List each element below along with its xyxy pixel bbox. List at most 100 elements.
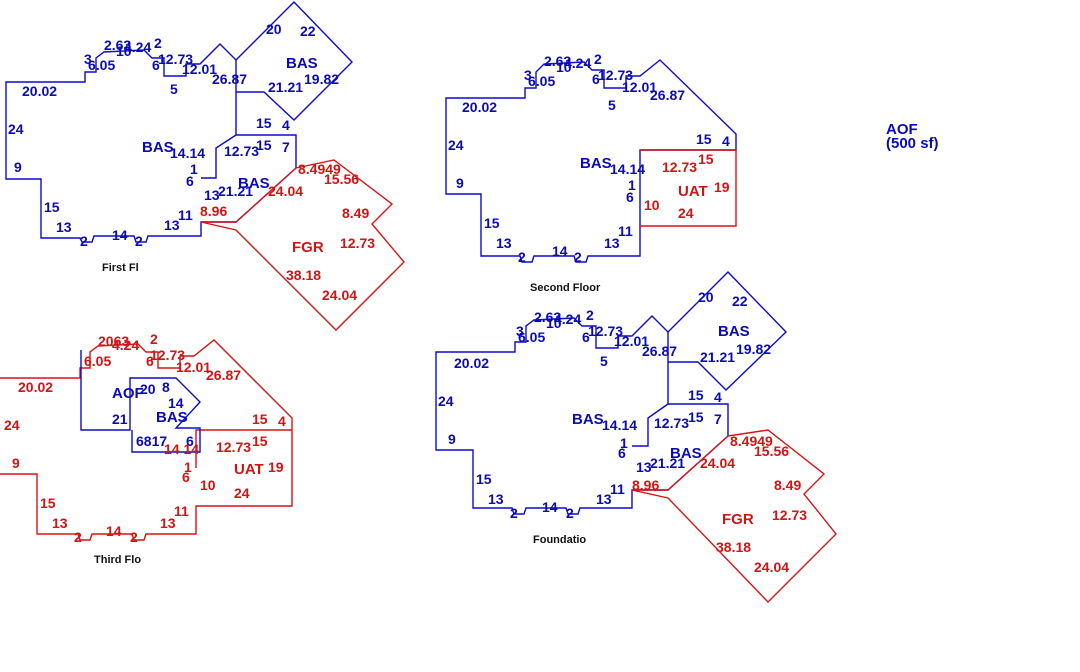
dimension-label: 10	[644, 197, 660, 213]
dimension-label: 24.04	[268, 183, 303, 199]
dimension-label: 24	[678, 205, 694, 221]
dimension-label: 3	[516, 323, 524, 339]
dimension-label: 8.49	[342, 205, 369, 221]
foundation-fgr-outline	[631, 429, 837, 603]
dimension-label: 3	[84, 51, 92, 67]
dimension-label: 2	[574, 249, 582, 265]
dimension-label: 14	[106, 523, 122, 539]
dimension-label: 15	[44, 199, 60, 215]
dimension-label: 20.02	[22, 83, 57, 99]
dimension-label: 15	[256, 115, 272, 131]
dimension-label: 12.73	[340, 235, 375, 251]
dimension-label: 15	[252, 411, 268, 427]
area-label-bas: BAS	[286, 55, 318, 72]
dimension-label: 13	[160, 515, 176, 531]
dimension-label: 6	[618, 445, 626, 461]
dimension-label: 9	[448, 431, 456, 447]
dimension-label: 4	[722, 133, 730, 149]
dimension-label: 22	[732, 293, 748, 309]
dimension-label: 13	[204, 187, 220, 203]
dimension-label: 20	[140, 381, 156, 397]
dimension-label: 24	[234, 485, 250, 501]
dimension-label: 14	[552, 243, 568, 259]
dimension-label: 12.01	[176, 359, 211, 375]
area-label-bas: BAS	[718, 323, 750, 340]
dimension-label: 2.63	[544, 53, 571, 69]
area-label-fgr: FGR	[722, 511, 754, 528]
dimension-label: 15	[688, 387, 704, 403]
dimension-label: 12.73	[662, 159, 697, 175]
dimension-label: 15	[696, 131, 712, 147]
dimension-label: 8.4949	[730, 433, 773, 449]
dimension-label: 26.87	[650, 87, 685, 103]
dimension-label: 6	[182, 469, 190, 485]
first-floor-bas-outline	[5, 43, 297, 243]
dimension-label: 8.96	[200, 203, 227, 219]
dimension-label: 15	[484, 215, 500, 231]
first-floor-bas-inner	[201, 134, 237, 179]
third-floor-aof-outline	[80, 350, 201, 453]
dimension-label: 6817	[136, 433, 167, 449]
area-label-uat: UAT	[678, 183, 708, 200]
foundation-bas-inner	[632, 403, 669, 447]
dimension-label: 21.21	[268, 79, 303, 95]
dimension-label: 1	[628, 177, 636, 193]
dimension-label: 4.24	[554, 311, 581, 327]
dimension-label: 15	[252, 433, 268, 449]
dimension-label: 13	[52, 515, 68, 531]
caption-foundation: Foundatio	[533, 534, 586, 546]
first-floor-fgr-outline	[200, 159, 405, 331]
dimension-label: 7	[282, 139, 290, 155]
dimension-label: 20.02	[454, 355, 489, 371]
dimension-label: 11	[610, 481, 625, 497]
dimension-label: 24	[448, 137, 464, 153]
dimension-label: 4.24	[564, 55, 591, 71]
dimension-label: 15	[698, 151, 714, 167]
dimension-label: 6	[592, 71, 600, 87]
dimension-label: 2	[135, 233, 143, 249]
foundation-sketch: BAS BAS BAS FGR 20.02 24 9 15 13 2 14 2 …	[435, 271, 837, 603]
dimension-label: 13	[604, 235, 620, 251]
area-label-bas: BAS	[572, 411, 604, 428]
dimension-label: 24	[8, 121, 24, 137]
dimension-label: 13	[56, 219, 72, 235]
dimension-label: 2	[130, 529, 138, 545]
area-legend: AOF (500 sf)	[886, 121, 939, 152]
dimension-label: 26.87	[206, 367, 241, 383]
dimension-label: 13	[488, 491, 504, 507]
dimension-label: 2	[510, 505, 518, 521]
dimension-label: 14	[542, 499, 558, 515]
dimension-label: 2	[566, 505, 574, 521]
dimension-label: 9	[14, 159, 22, 175]
dimension-label: 6	[626, 189, 634, 205]
dimension-label: 2	[518, 249, 526, 265]
dimension-label: 2	[74, 529, 82, 545]
second-floor-bas-outline	[445, 59, 737, 263]
dimension-label: 10	[546, 315, 562, 331]
dimension-label: 10	[116, 43, 132, 59]
dimension-label: 11	[174, 503, 189, 519]
dimension-label: 2	[154, 35, 162, 51]
area-label-bas: BAS	[580, 155, 612, 172]
dimension-label: 14.14	[602, 417, 637, 433]
dimension-label: 20.02	[18, 379, 53, 395]
dimension-label: 6	[186, 433, 194, 449]
dimension-label: 12.73	[216, 439, 251, 455]
dimension-label: 20	[698, 289, 714, 305]
dimension-label: 2	[80, 233, 88, 249]
first-floor-bas-upper-box	[235, 1, 353, 121]
dimension-label: 2	[150, 331, 158, 347]
foundation-bas-upper-box	[667, 271, 787, 391]
dimension-label: 5	[600, 353, 608, 369]
dimension-label: 4	[714, 389, 722, 405]
dimension-label: 6.05	[84, 353, 111, 369]
dimension-label: 2	[594, 51, 602, 67]
dimension-label: 26.87	[212, 71, 247, 87]
dimension-label: 21.21	[700, 349, 735, 365]
area-label-uat: UAT	[234, 461, 264, 478]
dimension-label: 24.04	[322, 287, 357, 303]
dimension-label: 12.73	[224, 143, 259, 159]
area-label-bas: BAS	[142, 139, 174, 156]
second-floor-sketch: BAS UAT 20.02 24 9 15 13 2 14 2 13 11 14…	[445, 51, 737, 294]
first-floor-sketch: BAS BAS BAS FGR 20.02 24 9 15 13 2 14 2 …	[5, 1, 405, 331]
